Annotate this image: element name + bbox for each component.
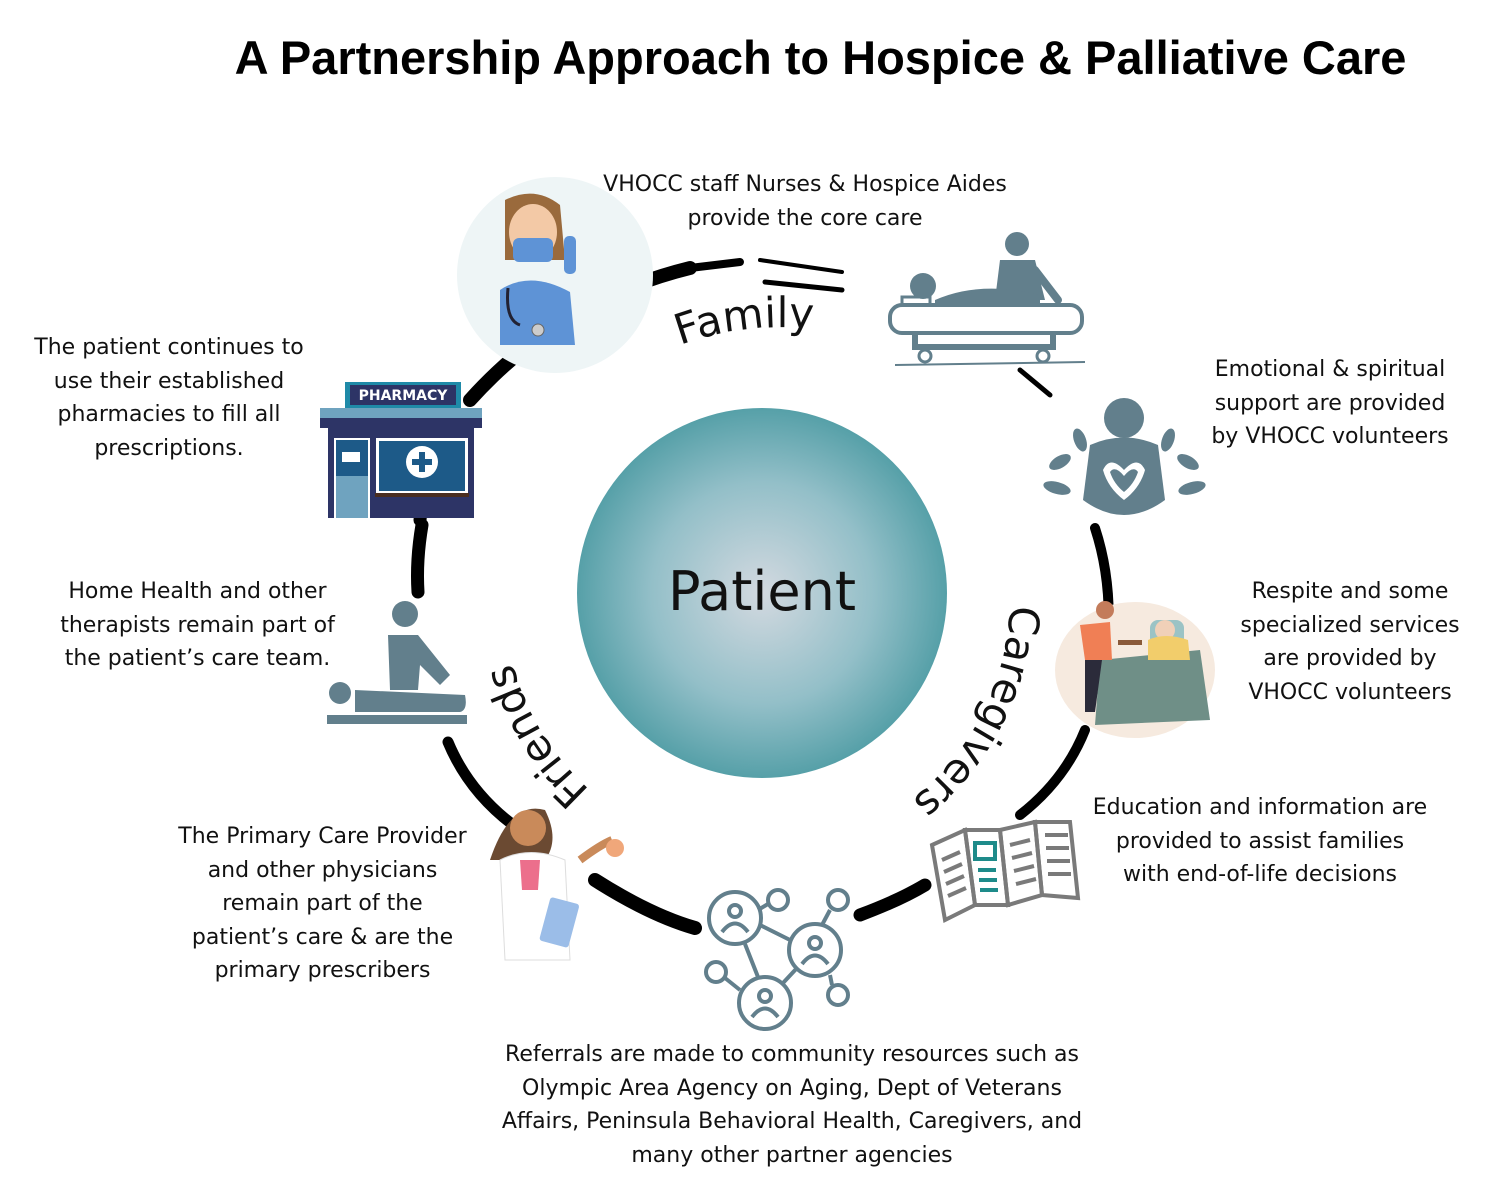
- caption-referrals: Referrals are made to community resource…: [501, 1042, 1083, 1168]
- ring-label-family: Family: [668, 288, 816, 354]
- therapist-icon: [327, 601, 467, 724]
- ring-segment-bottom-right: [853, 878, 932, 922]
- caption-emotional-support: Emotional & spiritual support are provid…: [1211, 357, 1449, 449]
- caption-physicians: The Primary Care Provider and other phys…: [178, 824, 467, 983]
- pharmacy-icon: PHARMACY: [320, 382, 482, 518]
- caption-education: Education and information are provided t…: [1092, 795, 1428, 887]
- doctor-icon: [490, 808, 624, 961]
- nurse-icon: [457, 177, 653, 373]
- ring-segment-top-right: [1017, 367, 1053, 398]
- ring-segment-left-mid: [411, 518, 429, 599]
- brochure-icon: [929, 819, 1081, 923]
- ring-segment-bottom-left: [588, 873, 702, 935]
- bed-bath-icon: [888, 232, 1086, 366]
- caption-nurses: VHOCC staff Nurses & Hospice Aides provi…: [603, 172, 1007, 231]
- page-title: A Partnership Approach to Hospice & Pall…: [234, 31, 1407, 84]
- ring-segment-right-lower: [1015, 725, 1090, 820]
- pharmacy-sign-text: PHARMACY: [359, 388, 449, 404]
- network-people-icon: [704, 888, 850, 1031]
- caregiver-bedside-icon: [1055, 601, 1215, 738]
- ring-label-friends-text: Friends: [475, 660, 597, 818]
- heart-person-icon: [1043, 398, 1206, 515]
- caption-pharmacy: The patient continues to use their estab…: [34, 335, 304, 461]
- patient-label: Patient: [667, 560, 857, 623]
- ring-segment-top-dash1: [758, 258, 844, 274]
- patient-circle: [577, 408, 947, 778]
- caption-therapists: Home Health and other therapists remain …: [60, 579, 335, 671]
- ring-label-friends: Friends: [475, 660, 597, 818]
- ring-segment-left-lower: [442, 736, 526, 836]
- ring-label-family-text: Family: [668, 288, 816, 354]
- caption-respite: Respite and some specialized services ar…: [1240, 579, 1460, 705]
- ring-segment-top-left-end: [686, 258, 744, 272]
- ring-segment-top-dash2: [762, 279, 845, 293]
